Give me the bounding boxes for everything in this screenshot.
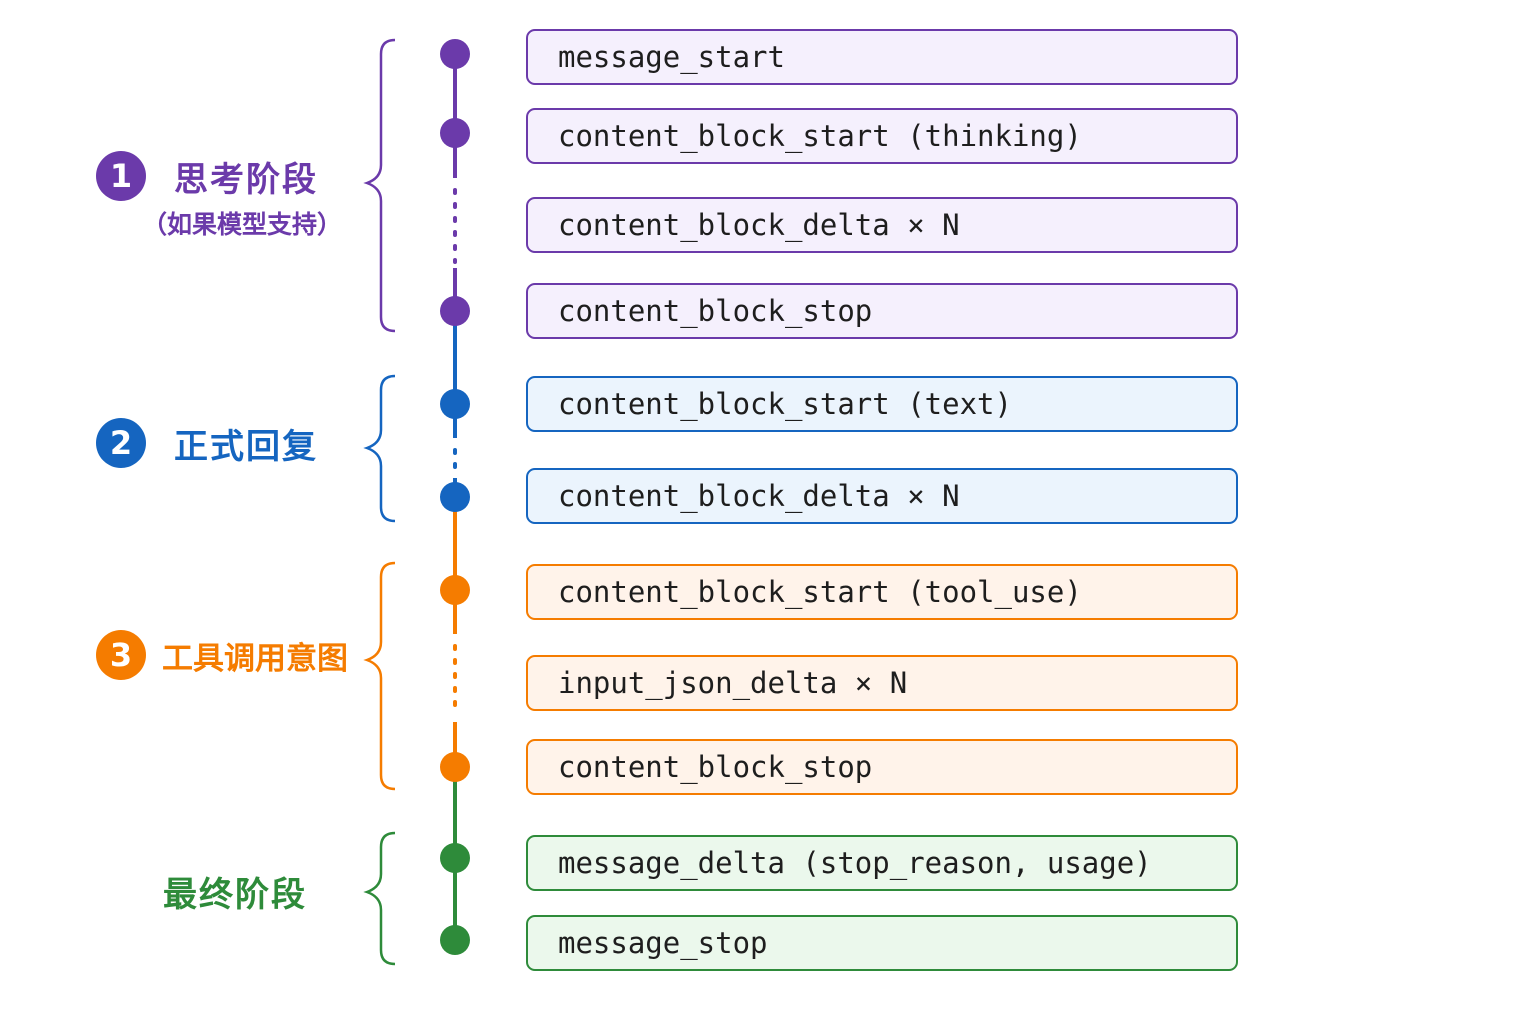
phase-1-badge: 1	[96, 151, 146, 201]
timeline-dot	[440, 575, 470, 605]
event-content-block-delta-thinking: content_block_delta × N	[526, 197, 1238, 253]
phase-4-label: 最终阶段	[163, 867, 307, 916]
phase-1-bracket	[363, 38, 396, 333]
timeline-dot	[440, 389, 470, 419]
event-message-start: message_start	[526, 29, 1238, 85]
phase-4-title: 最终阶段	[163, 875, 307, 915]
event-message-delta: message_delta (stop_reason, usage)	[526, 835, 1238, 891]
event-content-block-start-tool-use: content_block_start (tool_use)	[526, 564, 1238, 620]
phase-2-bracket	[363, 374, 396, 523]
phase-1-label: 1 思考阶段	[96, 151, 318, 201]
phase-4-bracket	[363, 831, 396, 966]
event-content-block-stop-tool-use: content_block_stop	[526, 739, 1238, 795]
event-content-block-delta-text: content_block_delta × N	[526, 468, 1238, 524]
event-content-block-stop-thinking: content_block_stop	[526, 283, 1238, 339]
event-content-block-start-thinking: content_block_start (thinking)	[526, 108, 1238, 164]
phase-2-label: 2 正式回复	[96, 418, 318, 468]
event-message-stop: message_stop	[526, 915, 1238, 971]
timeline-dot	[440, 296, 470, 326]
phase-3-label: 3 工具调用意图	[96, 630, 348, 680]
phase-2-badge: 2	[96, 418, 146, 468]
phase-1-subtitle: （如果模型支持）	[142, 210, 343, 239]
event-content-block-start-text: content_block_start (text)	[526, 376, 1238, 432]
phase-3-title: 工具调用意图	[162, 640, 348, 677]
phase-2-title: 正式回复	[174, 426, 318, 467]
timeline-dot	[440, 843, 470, 873]
timeline-dot	[440, 118, 470, 148]
phase-3-badge: 3	[96, 630, 146, 680]
timeline-dot	[440, 482, 470, 512]
phase-3-bracket	[363, 561, 396, 791]
timeline-dot	[440, 925, 470, 955]
timeline-dot	[440, 39, 470, 69]
phase-1-title: 思考阶段	[174, 159, 318, 200]
timeline-dot	[440, 752, 470, 782]
event-input-json-delta: input_json_delta × N	[526, 655, 1238, 711]
